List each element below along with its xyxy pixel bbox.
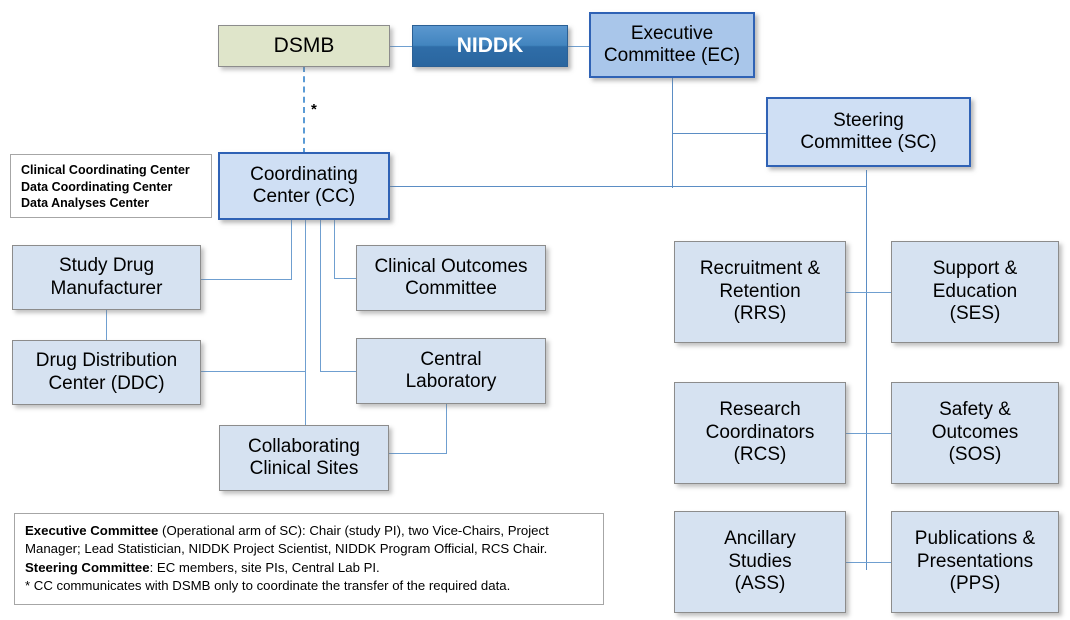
node-sos-text: Safety & Outcomes (SOS)	[892, 399, 1058, 466]
node-pps-line2: Presentations	[916, 550, 1034, 572]
node-pps-line3: (PPS)	[949, 573, 1001, 595]
node-niddk-label: NIDDK	[456, 33, 524, 57]
node-study-drug-manufacturer[interactable]: Study Drug Manufacturer	[12, 245, 201, 310]
node-support-education[interactable]: Support & Education (SES)	[891, 241, 1059, 343]
footnote-ec-text: (Operational arm of SC): Chair (study PI…	[25, 523, 549, 557]
node-rcs-line1: Research	[719, 399, 801, 421]
node-ddc-line2: Center (DDC)	[48, 372, 165, 394]
node-sdm-text: Study Drug Manufacturer	[13, 255, 200, 300]
connector-cc-ddc	[201, 371, 306, 372]
connector-dsmb-cc-dashed	[303, 66, 305, 154]
node-ses-line3: (SES)	[949, 303, 1001, 325]
connector-cc-drop-2	[305, 220, 306, 436]
node-sos-line3: (SOS)	[948, 444, 1002, 466]
connector-cc-sdm	[201, 279, 292, 280]
node-niddk[interactable]: NIDDK	[412, 25, 568, 67]
node-pps-line1: Publications &	[914, 528, 1036, 550]
legend-line-3: Data Analyses Center	[21, 196, 150, 211]
connector-niddk-ec	[568, 46, 590, 47]
node-sos-line2: Outcomes	[931, 421, 1019, 443]
node-ec-line2: Committee (EC)	[603, 45, 741, 66]
node-cc-line2: Center (CC)	[252, 186, 356, 207]
node-coc-line2: Committee	[405, 278, 497, 299]
node-ancillary-studies[interactable]: Ancillary Studies (ASS)	[674, 511, 846, 613]
node-rrs-line3: (RRS)	[733, 303, 787, 325]
node-rrs-line1: Recruitment &	[699, 258, 821, 280]
connector-ec-sc	[672, 133, 768, 134]
node-sc-line1: Steering	[833, 109, 904, 131]
connector-sc-spine	[866, 170, 867, 570]
node-dsmb[interactable]: DSMB	[218, 25, 390, 67]
connector-cc-right	[390, 186, 867, 187]
node-safety-outcomes[interactable]: Safety & Outcomes (SOS)	[891, 382, 1059, 484]
node-ass-line1: Ancillary	[724, 528, 796, 550]
node-ddc-line1: Drug Distribution	[35, 350, 178, 372]
node-ass-line2: Studies	[728, 550, 792, 572]
node-ccs-line1: Collaborating	[248, 435, 360, 457]
node-ccs-line2: Clinical Sites	[249, 458, 359, 479]
node-coc-text: Clinical Outcomes Committee	[357, 256, 545, 301]
node-sc-line2: Committee (SC)	[800, 132, 937, 153]
node-recruitment-retention[interactable]: Recruitment & Retention (RRS)	[674, 241, 846, 343]
node-central-laboratory[interactable]: Central Laboratory	[356, 338, 546, 404]
node-ccs-text: Collaborating Clinical Sites	[220, 436, 388, 481]
asterisk-marker: *	[311, 101, 317, 118]
legend-line-1: Clinical Coordinating Center	[21, 163, 190, 177]
node-cc-line1: Coordinating	[250, 163, 358, 185]
node-rrs-line2: Retention	[719, 280, 801, 302]
connector-rrs-ses	[846, 292, 892, 293]
node-collaborating-clinical-sites[interactable]: Collaborating Clinical Sites	[219, 425, 389, 491]
node-drug-distribution-center[interactable]: Drug Distribution Center (DDC)	[12, 340, 201, 405]
node-ddc-text: Drug Distribution Center (DDC)	[13, 350, 200, 395]
cc-legend-box: Clinical Coordinating Center Data Coordi…	[10, 154, 212, 218]
node-executive-committee[interactable]: Executive Committee (EC)	[589, 12, 755, 78]
footnote-sc-label: Steering Committee	[25, 559, 150, 575]
node-coc-line1: Clinical Outcomes	[374, 255, 528, 277]
connector-centrallab-ccs-v	[446, 404, 447, 453]
node-ec-line1: Executive	[630, 22, 714, 44]
node-pps-text: Publications & Presentations (PPS)	[892, 528, 1058, 595]
node-ass-text: Ancillary Studies (ASS)	[675, 528, 845, 595]
node-steering-committee[interactable]: Steering Committee (SC)	[766, 97, 971, 167]
connector-ass-pps	[846, 562, 892, 563]
node-ses-text: Support & Education (SES)	[892, 258, 1058, 325]
footnote-ec-label: Executive Committee	[25, 523, 159, 538]
footnote-star-note: * CC communicates with DSMB only to coor…	[25, 578, 511, 594]
node-sdm-line2: Manufacturer	[50, 277, 163, 299]
footnote-box: Executive Committee (Operational arm of …	[14, 513, 604, 605]
node-sos-line1: Safety &	[939, 399, 1011, 421]
footnote-steering-committee: Steering Committee: EC members, site PIs…	[25, 559, 593, 577]
node-ass-line3: (ASS)	[734, 573, 786, 595]
node-rcs-line3: (RCS)	[733, 444, 787, 466]
connector-cc-drop-3	[320, 220, 321, 371]
connector-centrallab-ccs-h	[389, 453, 447, 454]
connector-cc-coc	[334, 278, 356, 279]
footnote-sc-text: : EC members, site PIs, Central Lab PI.	[149, 559, 380, 575]
node-centrallab-line1: Central	[420, 348, 482, 370]
node-centrallab-line2: Laboratory	[405, 371, 497, 392]
node-coordinating-center[interactable]: Coordinating Center (CC)	[218, 152, 390, 220]
connector-sdm-ddc	[106, 310, 107, 340]
node-sdm-line1: Study Drug	[58, 255, 155, 277]
node-publications-presentations[interactable]: Publications & Presentations (PPS)	[891, 511, 1059, 613]
connector-dsmb-niddk	[390, 46, 412, 47]
connector-rcs-sos	[846, 433, 892, 434]
node-dsmb-label: DSMB	[273, 33, 335, 57]
footnote-executive-committee: Executive Committee (Operational arm of …	[25, 522, 593, 559]
connector-cc-drop-4	[334, 220, 335, 278]
node-clinical-outcomes-committee[interactable]: Clinical Outcomes Committee	[356, 245, 546, 311]
node-sc-text: Steering Committee (SC)	[768, 110, 969, 155]
node-rcs-line2: Coordinators	[705, 421, 815, 443]
node-cc-text: Coordinating Center (CC)	[220, 164, 388, 209]
node-research-coordinators[interactable]: Research Coordinators (RCS)	[674, 382, 846, 484]
legend-line-2: Data Coordinating Center	[21, 179, 173, 194]
node-ses-line2: Education	[932, 280, 1018, 302]
node-ses-line1: Support &	[932, 258, 1018, 280]
connector-cc-drop-1	[291, 220, 292, 280]
node-rcs-text: Research Coordinators (RCS)	[675, 399, 845, 466]
connector-cc-centrallab	[320, 371, 356, 372]
node-centrallab-text: Central Laboratory	[357, 349, 545, 394]
node-ec-text: Executive Committee (EC)	[591, 23, 753, 68]
node-rrs-text: Recruitment & Retention (RRS)	[675, 258, 845, 325]
